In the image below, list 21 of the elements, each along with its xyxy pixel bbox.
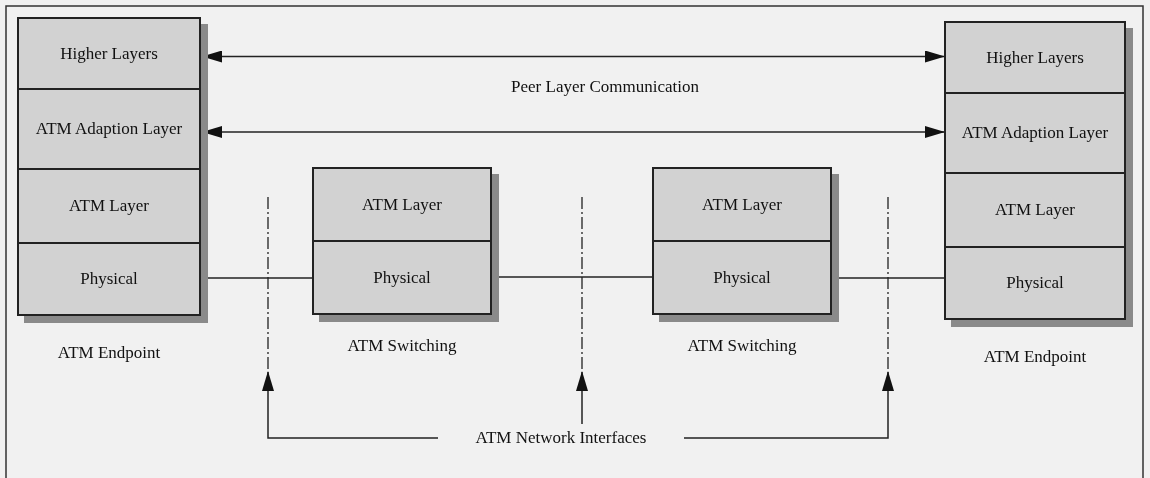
arrow (683, 371, 894, 439)
layer-label: Physical (373, 268, 431, 287)
layer-label: ATM Layer (362, 195, 442, 214)
layer-label: ATM Layer (69, 197, 149, 215)
node-caption: ATM Endpoint (56, 342, 162, 364)
layer-label: ATM Adaption Layer (961, 124, 1109, 142)
arrow (576, 371, 588, 425)
layer-label: Higher Layers (60, 44, 158, 63)
layer-label: Physical (1006, 274, 1064, 292)
callout-text: ATM Network Interfaces (475, 429, 647, 447)
layer-label: Physical (713, 268, 771, 287)
node-caption: ATM Switching (687, 335, 797, 357)
layer-label: Higher Layers (986, 48, 1084, 67)
annotation-text: Peer Layer Communication (510, 76, 700, 98)
layer-label: ATM Layer (995, 201, 1075, 219)
node-caption: ATM Switching (347, 335, 457, 357)
layer-label: ATM Layer (702, 195, 782, 214)
layer-label: ATM Adaption Layer (35, 120, 183, 138)
arrow (262, 371, 439, 439)
node-caption: ATM Endpoint (982, 346, 1088, 368)
layer-label: Physical (80, 270, 138, 288)
